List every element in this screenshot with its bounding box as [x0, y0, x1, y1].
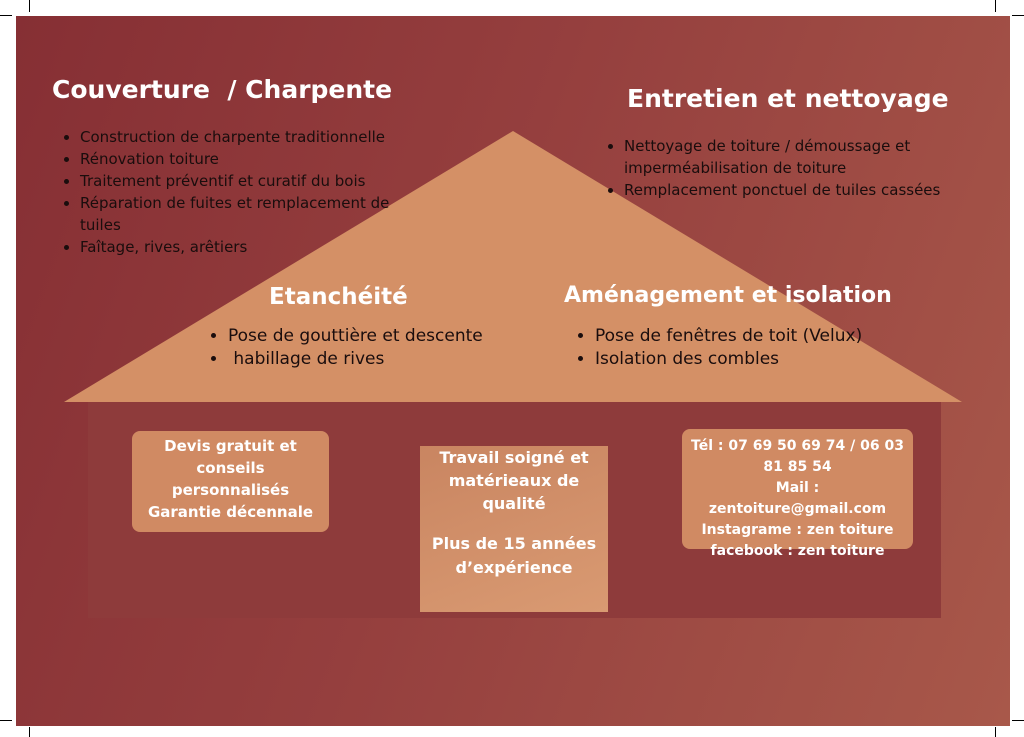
etancheite-title: Etanchéité [269, 284, 408, 310]
experience-text: Plus de 15 années d’expérience [431, 534, 597, 577]
contact-box: Tél : 07 69 50 69 74 / 06 03 81 85 54 Ma… [682, 429, 913, 559]
mail-text: Mail : zentoiture@gmail.com [708, 480, 887, 517]
crop-mark [995, 727, 996, 737]
travail-box: Travail soigné et matérieaux de qualité … [420, 446, 608, 612]
list-item: Rénovation toiture [80, 148, 430, 170]
roof-triangle [64, 131, 962, 402]
list-item: Isolation des combles [595, 348, 935, 371]
crop-mark [29, 727, 30, 737]
travail-text: Travail soigné et matérieaux de qualité [439, 448, 589, 513]
amenagement-list: Pose de fenêtres de toit (Velux) Isolati… [567, 325, 935, 371]
entretien-title: Entretien et nettoyage [627, 84, 949, 113]
list-item: Remplacement ponctuel de tuiles cassées [624, 179, 984, 201]
garantie-text: Garantie décennale [147, 503, 314, 521]
list-item: Réparation de fuites et remplacement de … [80, 192, 430, 236]
crop-mark [29, 0, 30, 12]
list-item: habillage de rives [228, 348, 548, 371]
entretien-list: Nettoyage de toiture / démoussage et imp… [596, 135, 984, 201]
etancheite-list: Pose de gouttière et descente habillage … [200, 325, 548, 371]
list-item: Construction de charpente traditionnelle [80, 126, 430, 148]
facebook-text: facebook : zen toiture [710, 543, 885, 559]
crop-mark [0, 720, 12, 721]
crop-mark [995, 0, 996, 12]
list-item: Pose de gouttière et descente [228, 325, 548, 348]
list-item: Traitement préventif et curatif du bois [80, 170, 430, 192]
list-item: Pose de fenêtres de toit (Velux) [595, 325, 935, 348]
crop-mark [1012, 15, 1024, 16]
crop-mark [0, 15, 12, 16]
instagram-text: Instagrame : zen toiture [701, 522, 894, 538]
flyer-card: Couverture / Charpente Construction de c… [16, 16, 1010, 726]
devis-text: Devis gratuit et conseils personnalisés [164, 437, 297, 499]
phone-text: Tél : 07 69 50 69 74 / 06 03 81 85 54 [691, 438, 904, 475]
couverture-title: Couverture / Charpente [52, 75, 393, 104]
crop-mark [1012, 720, 1024, 721]
couverture-list: Construction de charpente traditionnelle… [52, 126, 430, 258]
devis-box: Devis gratuit et conseils personnalisés … [132, 431, 329, 532]
amenagement-title: Aménagement et isolation [564, 283, 892, 308]
list-item: Faîtage, rives, arêtiers [80, 236, 430, 258]
roof-shape [64, 131, 962, 402]
list-item: Nettoyage de toiture / démoussage et imp… [624, 135, 984, 179]
